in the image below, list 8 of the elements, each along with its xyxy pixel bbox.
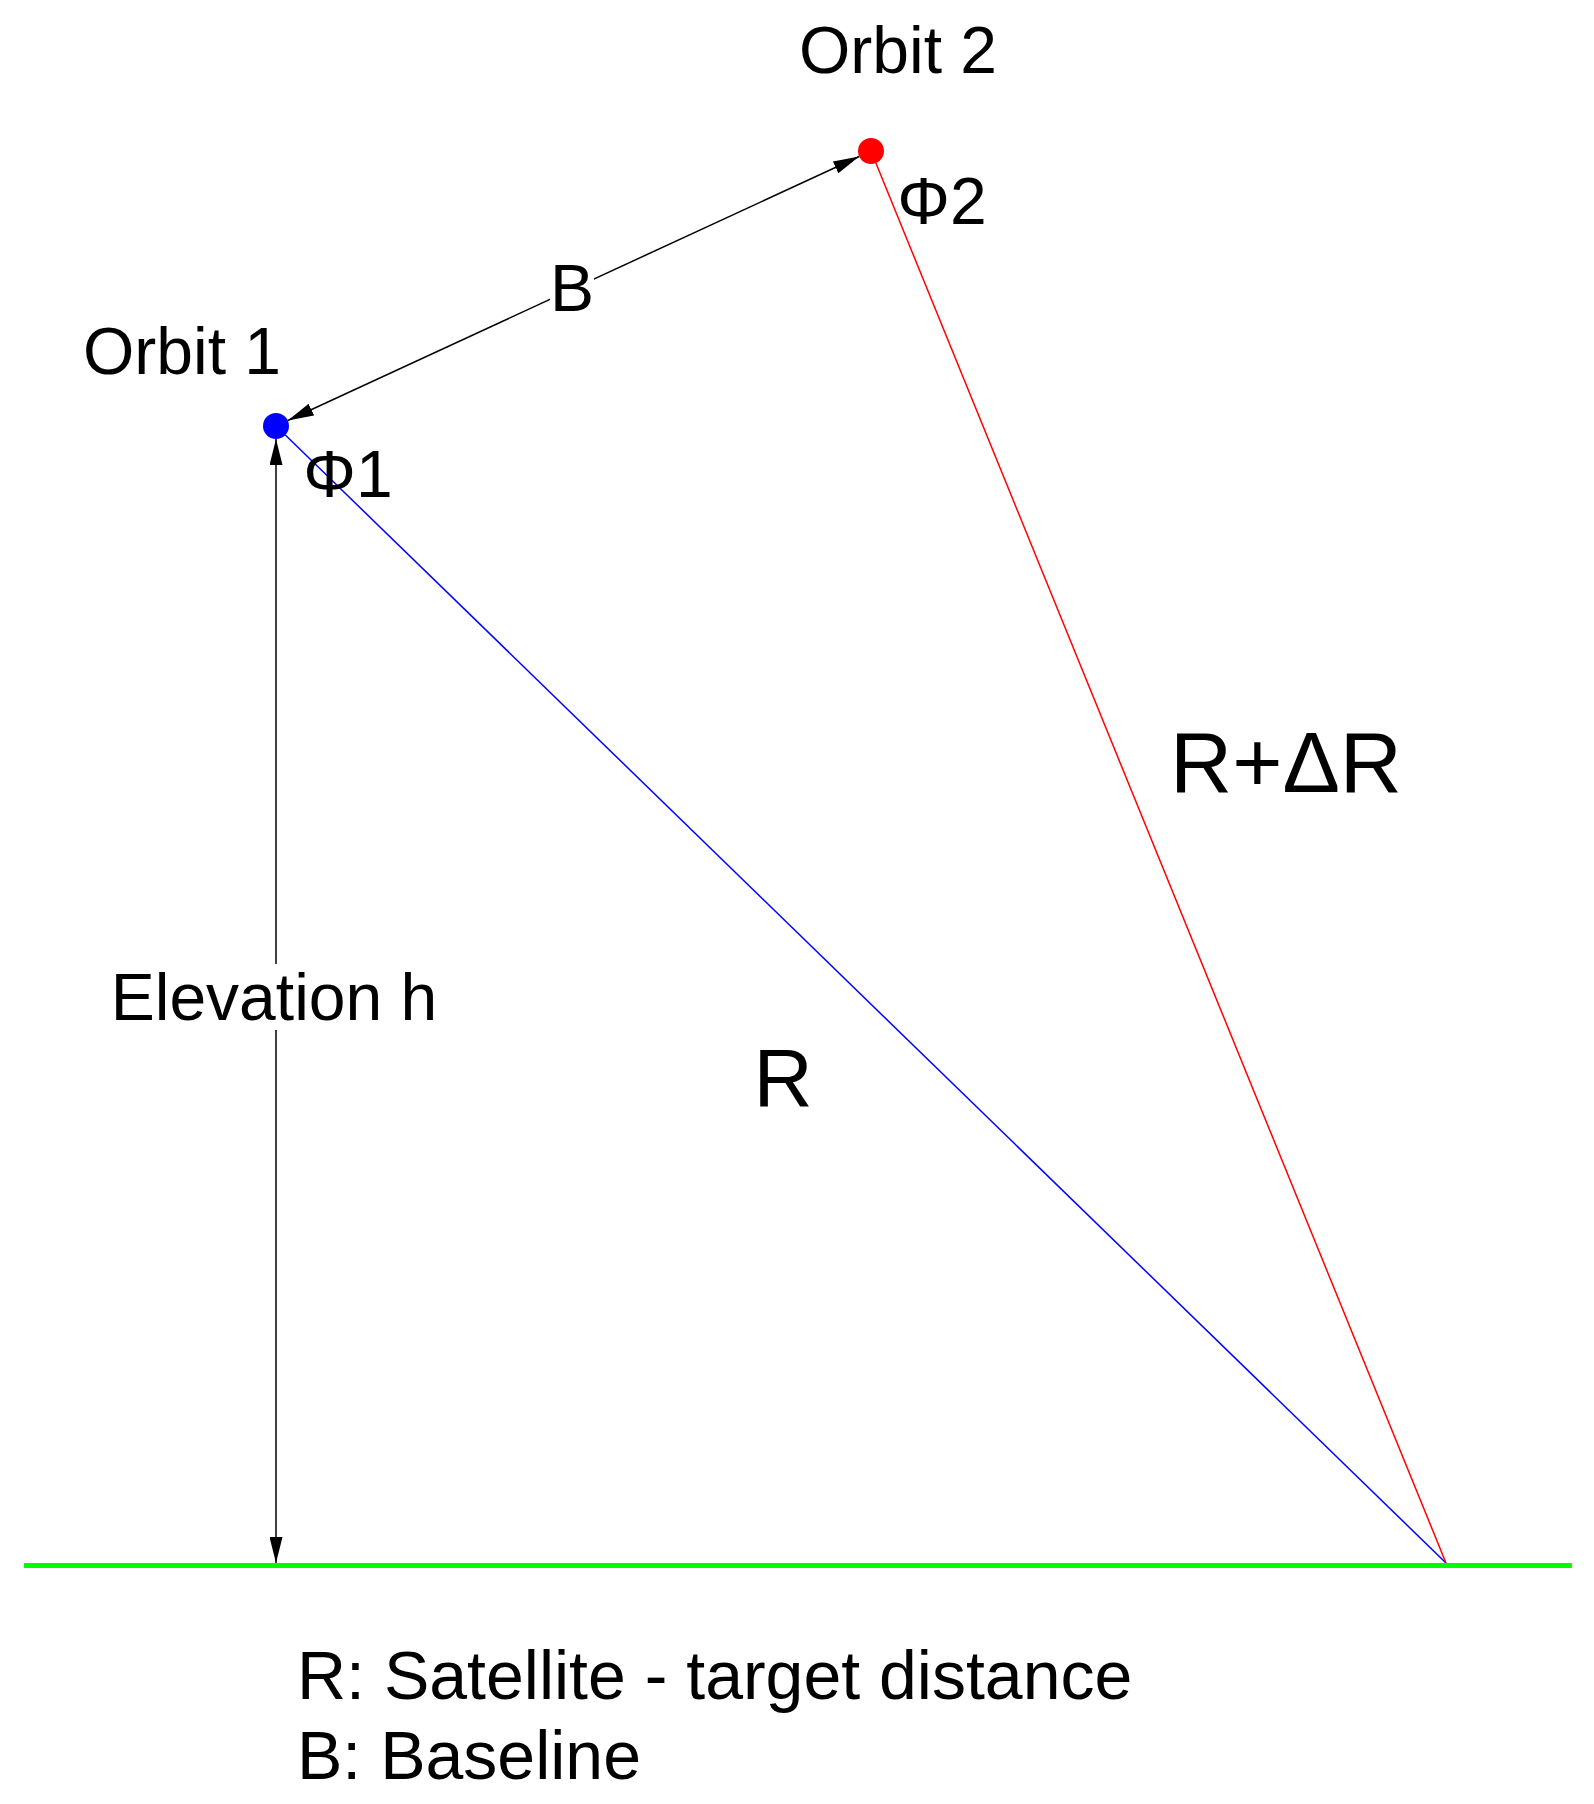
arrow (287, 155, 860, 422)
orbit-label: Orbit 1 (82, 318, 282, 384)
arrow (269, 438, 283, 1564)
line (875, 162, 1447, 1564)
orbit-label: Orbit 2 (798, 17, 998, 83)
line (284, 434, 1447, 1564)
angle-label: Φ2 (897, 168, 987, 234)
note-text: B: Baseline (297, 1721, 641, 1789)
